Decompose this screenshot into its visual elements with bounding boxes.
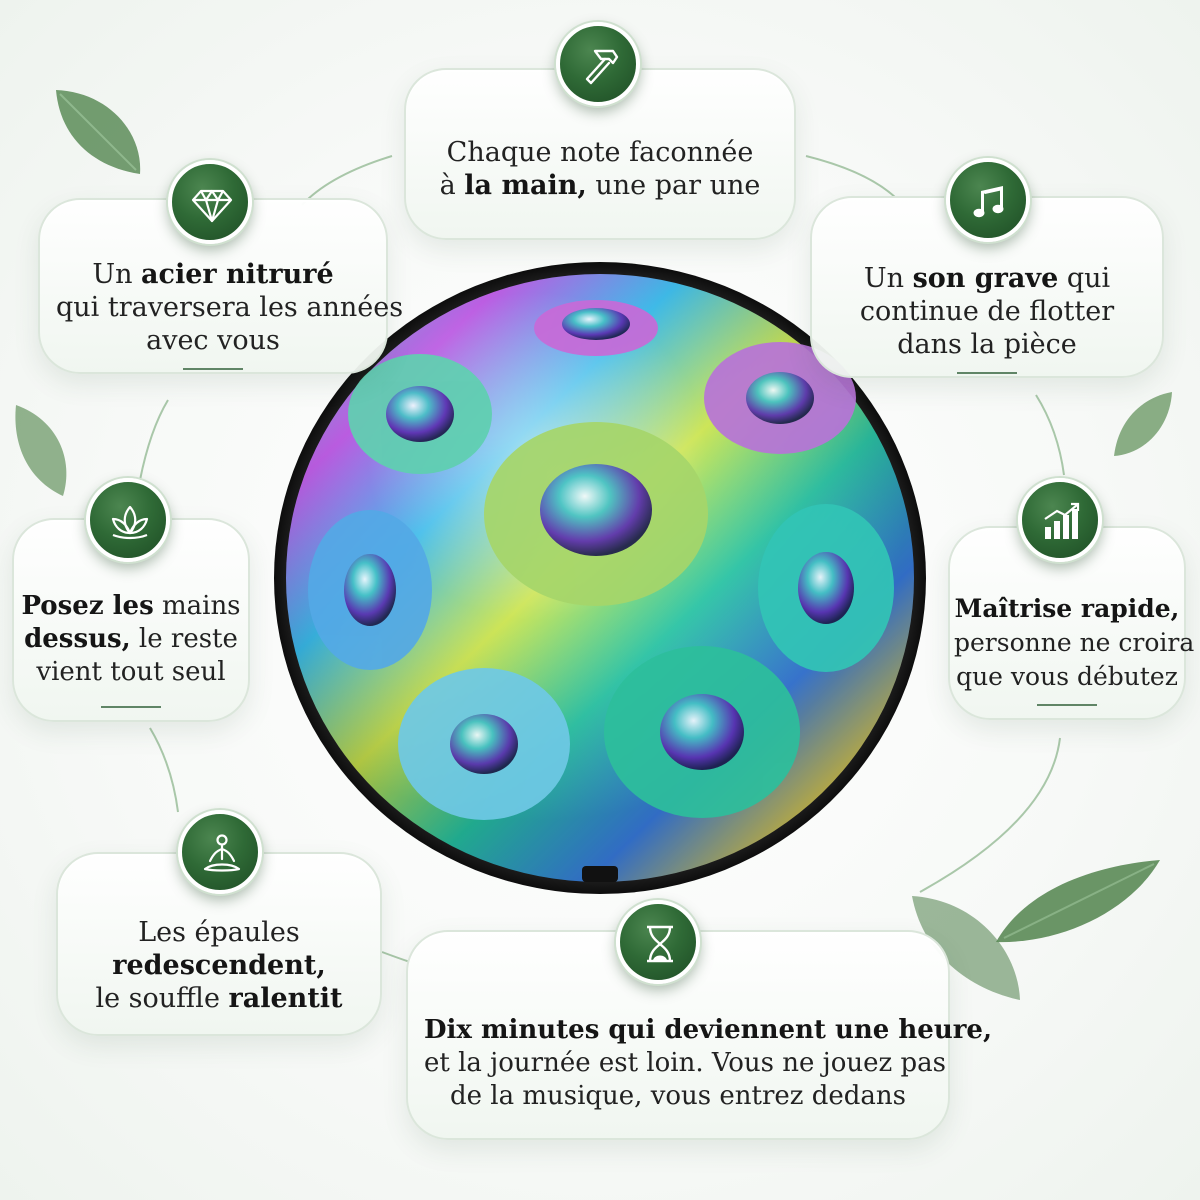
badge-growth <box>1018 478 1102 562</box>
card-line: qui traversera les années <box>56 292 404 323</box>
handpan-image <box>274 262 926 894</box>
meditation-icon <box>203 834 241 872</box>
feature-card-relaxation: Les épaules redescendent, le souffle ral… <box>56 852 382 1036</box>
card-line: avec vous <box>146 325 280 356</box>
hourglass-icon <box>647 925 673 963</box>
leaf-decoration <box>912 896 1020 1000</box>
card-line: dessus, le reste <box>24 624 238 654</box>
leaf-decoration <box>56 90 141 174</box>
card-text: Les épaules redescendent, le souffle ral… <box>74 916 364 1015</box>
divider <box>101 706 161 708</box>
card-line: continue de flotter <box>859 296 1115 327</box>
lotus-icon <box>111 505 149 540</box>
card-text: Chaque note faconnée à la main, une par … <box>422 136 778 202</box>
card-line: Un acier nitruré <box>92 259 334 290</box>
card-line: Posez les mains <box>21 591 241 621</box>
card-text: Dix minutes qui deviennent une heure, et… <box>424 1014 993 1113</box>
leaf-decoration <box>996 860 1160 943</box>
card-line: à la main, une par une <box>439 170 761 201</box>
feature-card-handcrafted: Chaque note faconnée à la main, une par … <box>404 68 796 240</box>
growth-chart-icon <box>1044 502 1080 539</box>
badge-lotus <box>86 478 170 562</box>
card-text: Maîtrise rapide, personne ne croira que … <box>954 592 1195 694</box>
music-note-icon <box>973 186 1004 218</box>
card-line: redescendent, <box>112 950 326 981</box>
card-line: de la musique, vous entrez dedans <box>449 1081 907 1111</box>
divider <box>957 372 1017 374</box>
badge-meditation <box>178 810 262 894</box>
hammer-icon <box>585 49 619 85</box>
card-line: dans la pièce <box>897 329 1077 360</box>
divider <box>1037 704 1097 706</box>
badge-hourglass <box>616 900 700 984</box>
card-line: et la journée est loin. Vous ne jouez pa… <box>424 1048 946 1078</box>
badge-diamond <box>168 160 252 244</box>
badge-hammer <box>556 22 640 106</box>
card-line: Dix minutes qui deviennent une heure, <box>424 1015 993 1045</box>
badge-music <box>946 158 1030 242</box>
card-text: Un acier nitruré qui traversera les anné… <box>56 258 404 357</box>
leaf-decoration <box>15 405 67 496</box>
card-line: Maîtrise rapide, <box>954 594 1180 623</box>
card-line: Les épaules <box>138 917 300 948</box>
card-line: personne ne croira <box>954 628 1195 657</box>
card-text: Posez les mains dessus, le reste vient t… <box>20 590 242 689</box>
card-line: Chaque note faconnée <box>446 137 754 168</box>
card-line: vient tout seul <box>36 657 226 687</box>
leaf-decoration <box>1114 392 1172 456</box>
card-line: Un son grave qui <box>863 263 1111 294</box>
card-text: Un son grave qui continue de flotter dan… <box>828 262 1146 361</box>
divider <box>183 368 243 370</box>
card-line: que vous débutez <box>956 662 1178 691</box>
diamond-icon <box>191 189 233 223</box>
card-line: le souffle ralentit <box>95 983 343 1014</box>
